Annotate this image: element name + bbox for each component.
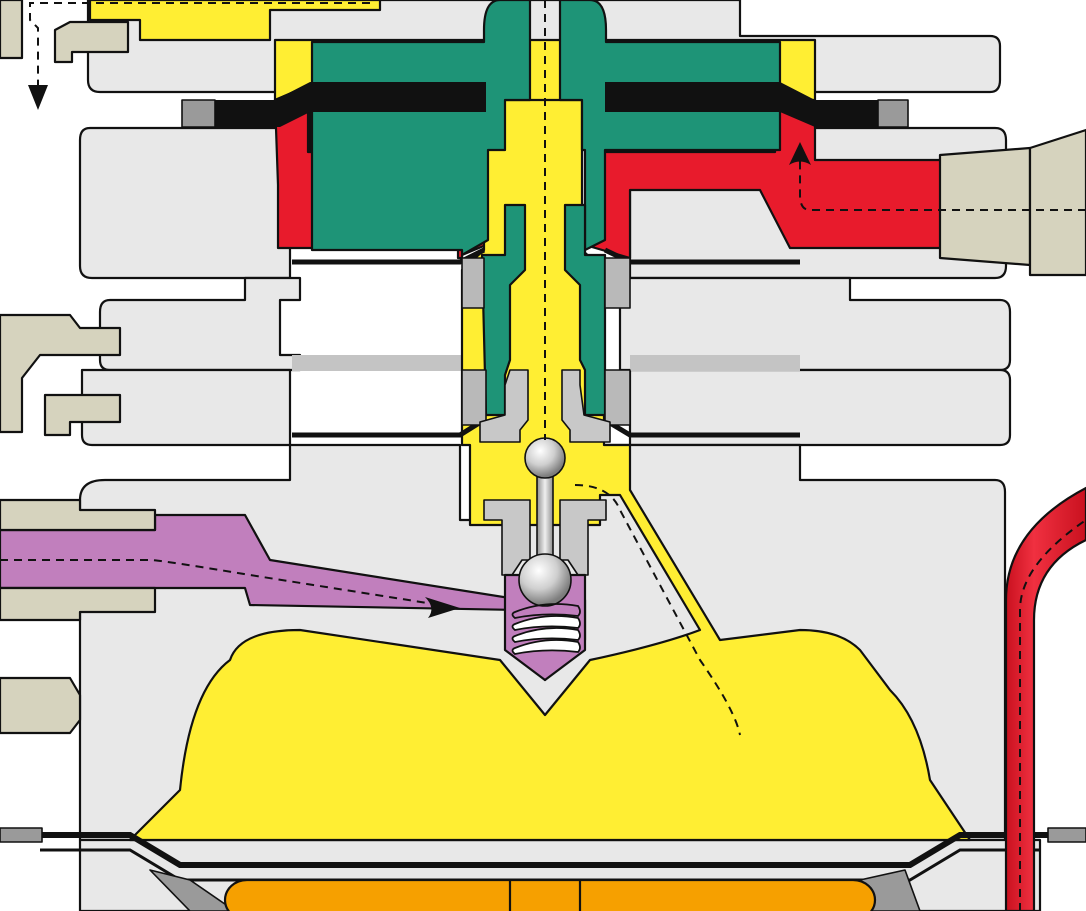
fitting-left-inlet-lower [0, 586, 157, 622]
fitting-right-hex [1028, 128, 1086, 277]
flow-red-supply [799, 160, 1086, 211]
fittings [0, 0, 1086, 843]
spring-icon [511, 603, 581, 655]
purple-valve-pocket [503, 573, 587, 682]
purple-inlet-passage [0, 513, 587, 682]
housing-shadow-strip-right [630, 355, 800, 371]
flow-red-tube [1019, 519, 1086, 911]
bottom-gray-wedge-left [149, 869, 236, 911]
mid-seal-left [292, 247, 486, 265]
green-piston-stem-left [480, 203, 527, 417]
green-piston [310, 0, 782, 417]
flow-purple-inlet [0, 559, 441, 606]
bottom-diaphragm-line [0, 832, 1086, 868]
flow-yellow-outlet [574, 484, 741, 736]
arrowhead-icon-up [789, 142, 811, 165]
seal-block-left [181, 99, 216, 128]
lower-seal-left [292, 417, 486, 438]
housing-lower-right-block [628, 368, 1012, 447]
diaphragm-right-top [605, 82, 880, 127]
fitting-bottom-right-stub [1047, 827, 1086, 843]
seal-block-right [877, 99, 909, 128]
fitting-left-mid-upper [0, 313, 122, 434]
lower-guide-right [561, 369, 611, 443]
lower-ball-icon [518, 553, 572, 607]
flow-top-left [29, 2, 370, 90]
arrowhead-icon-right [425, 597, 460, 618]
green-piston-head [310, 0, 532, 257]
fitting-right-pipe [938, 146, 1032, 267]
lower-guide-left [479, 369, 529, 443]
seal-lines [0, 82, 1086, 882]
arrowhead-icon-down [28, 85, 48, 110]
green-piston-head-right [558, 0, 782, 252]
fitting-bottom-left-stub [0, 827, 43, 843]
fitting-top-left-nut [53, 20, 130, 64]
housing-lower-left-block [80, 368, 292, 447]
fitting-left-inlet-upper [0, 498, 157, 532]
check-valve-assembly [511, 437, 581, 655]
valve-stem [536, 469, 554, 563]
fitting-top-left [0, 0, 24, 60]
housing-shadow-strip [292, 355, 462, 371]
red-return-tube [1004, 486, 1086, 911]
housing-middle-left-block [98, 276, 302, 372]
fitting-left-bottom-hex [0, 676, 82, 735]
fitting-left-mid-lower [43, 393, 122, 437]
upper-ball-icon [524, 437, 566, 479]
orange-center-stub [508, 878, 582, 911]
diaphragm-left-top [215, 82, 486, 127]
housing-upper-left-block [78, 126, 292, 280]
gray-guide-seals [149, 257, 921, 911]
